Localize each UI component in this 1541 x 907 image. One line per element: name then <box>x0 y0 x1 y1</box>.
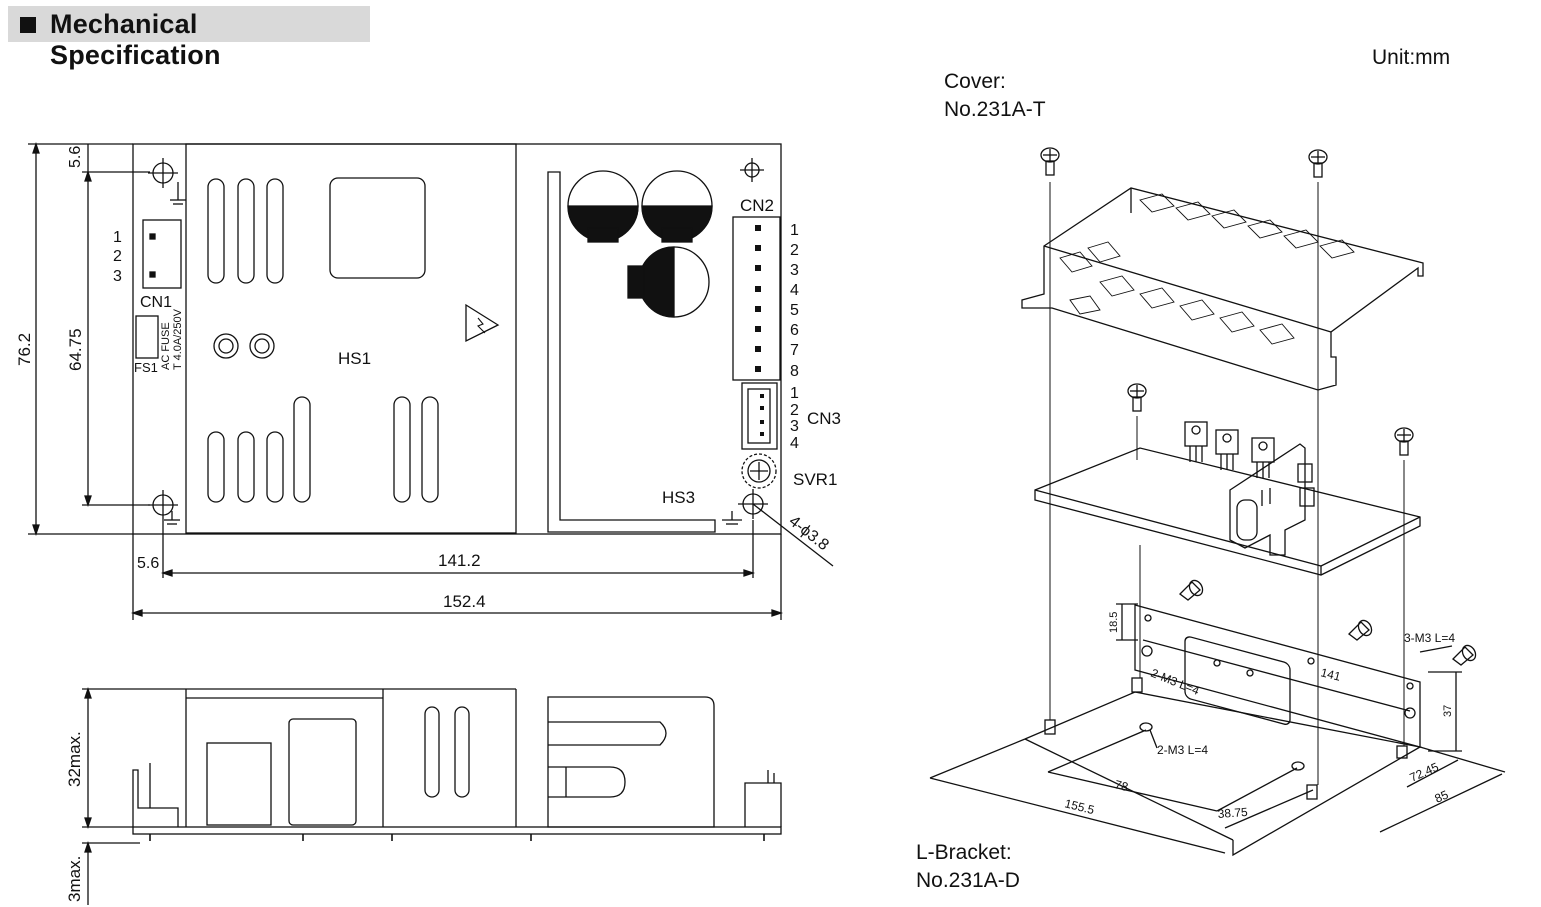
dim-38-75-value: 38.75 <box>1217 805 1248 821</box>
dim-width-value: 152.4 <box>443 592 486 611</box>
cn3-label: CN3 <box>807 409 841 428</box>
hs1-screw-2 <box>249 333 275 359</box>
dim-width-line <box>130 609 784 617</box>
assembly-lines <box>1049 182 1405 785</box>
cn3-pin-1: 1 <box>790 385 799 402</box>
cn1-pin-1: 1 <box>113 229 122 246</box>
cn3-pin-4: 4 <box>790 435 799 452</box>
fs1-fuse <box>135 315 159 359</box>
cn1-label: CN1 <box>140 294 172 311</box>
side-clearance-value: 3max. <box>65 856 84 902</box>
bracket-screw-1-icon <box>1179 579 1204 601</box>
top-view: HS1 1 2 3 CN1 <box>15 141 841 620</box>
cn2-pin-2: 2 <box>790 242 799 259</box>
fs1-label: FS1 <box>134 360 158 375</box>
side-pcb <box>132 826 782 835</box>
dim-hole-width-value: 141.2 <box>438 551 481 570</box>
side-component-2 <box>288 718 357 826</box>
screw-2m3-b-label: 2-M3 L=4 <box>1157 743 1208 757</box>
cn3-pin-3: 3 <box>790 418 799 435</box>
cover-vent-holes <box>1059 193 1355 345</box>
dim-85-value: 85 <box>1433 787 1451 805</box>
dim-37-value: 37 <box>1442 705 1454 717</box>
cn3-connector <box>741 382 778 450</box>
capacitor-1 <box>567 170 639 243</box>
capacitor-3 <box>627 246 710 318</box>
section-header: Mechanical Specification <box>8 6 370 70</box>
dim-left-offset-value: 5.6 <box>137 555 159 572</box>
side-view: 32max. 3max. <box>65 686 782 905</box>
svr1-potentiometer <box>741 453 777 489</box>
exploded-view: Cover: No.231A-T <box>916 70 1506 892</box>
cover-label: Cover: <box>944 70 1006 93</box>
screw-2m3-a-label: 2-M3 L=4 <box>1149 666 1202 698</box>
dim-78-value: 78 <box>1113 777 1130 794</box>
bracket-part-number: No.231A-D <box>916 869 1020 892</box>
header-square-icon <box>20 17 36 33</box>
cn2-pin-3: 3 <box>790 262 799 279</box>
hs1-heatsink <box>185 143 517 534</box>
cn2-pin-6: 6 <box>790 322 799 339</box>
capacitor-2 <box>641 170 713 243</box>
dim-hole-span-line <box>82 169 150 508</box>
cn2-pin-8: 8 <box>790 363 799 380</box>
dim-141-value: 141 <box>1319 665 1342 684</box>
side-component-1 <box>206 742 272 826</box>
dim-height-value: 76.2 <box>15 333 34 366</box>
mounting-hole-br <box>722 489 768 525</box>
dim-top-offset-value: 5.6 <box>67 146 84 168</box>
screw-3m3-label: 3-M3 L=4 <box>1404 631 1455 645</box>
dim-height-line <box>28 141 133 537</box>
dim-72-45-value: 72.45 <box>1408 760 1441 785</box>
bracket-label: L-Bracket: <box>916 841 1012 864</box>
mounting-hole-tr <box>740 158 764 182</box>
heatsink-bracket <box>1229 443 1315 556</box>
fuse-rating-line1: AC FUSE <box>160 322 172 370</box>
hole-leader-line <box>752 503 834 567</box>
cn3-pin-2: 2 <box>790 402 799 419</box>
unit-label: Unit:mm <box>1372 46 1450 69</box>
cover-shell <box>1021 187 1424 391</box>
cn1-pin-2: 2 <box>113 248 122 265</box>
pcb-screw-1-icon <box>1127 383 1147 412</box>
board-outline <box>132 143 782 535</box>
hs1-slots <box>207 178 439 503</box>
cn2-pins <box>755 225 761 372</box>
cover-screw-1-icon <box>1040 147 1060 176</box>
hs3-heatsink <box>547 171 716 533</box>
dim-155-5-value: 155.5 <box>1063 796 1096 817</box>
svr1-label: SVR1 <box>793 470 837 489</box>
cn2-pin-5: 5 <box>790 302 799 319</box>
pcb-screw-2-icon <box>1394 427 1414 456</box>
hs1-label: HS1 <box>338 349 371 368</box>
cn2-pin-1: 1 <box>790 222 799 239</box>
cn1-pin-3: 3 <box>113 268 122 285</box>
bracket-screw-2-icon <box>1348 619 1373 641</box>
transistors <box>1184 421 1275 478</box>
cn2-connector <box>732 216 781 381</box>
cn2-pin-7: 7 <box>790 342 799 359</box>
section-title: Mechanical Specification <box>50 9 221 70</box>
cn2-label: CN2 <box>740 196 774 215</box>
warning-triangle-icon <box>465 303 500 343</box>
dim-hole-span-value: 64.75 <box>66 328 85 371</box>
mounting-hole-bl <box>148 490 180 525</box>
hs1-screw-1 <box>213 333 239 359</box>
cn1-connector <box>142 219 182 289</box>
hs1-component <box>329 177 426 279</box>
dim-hole-width-line <box>160 569 756 577</box>
mounting-hole-tl <box>148 158 186 205</box>
dim-18-5-value: 18.5 <box>1108 612 1120 633</box>
fuse-rating-line2: T 4.0A/250V <box>172 308 184 370</box>
hs3-label: HS3 <box>662 488 695 507</box>
side-height-value: 32max. <box>65 731 84 787</box>
side-hs3 <box>547 696 715 828</box>
bracket-screw-3-icon <box>1452 644 1477 666</box>
cover-screw-2-icon <box>1308 149 1328 178</box>
cn2-pin-4: 4 <box>790 282 799 299</box>
cover-part-number: No.231A-T <box>944 98 1046 121</box>
